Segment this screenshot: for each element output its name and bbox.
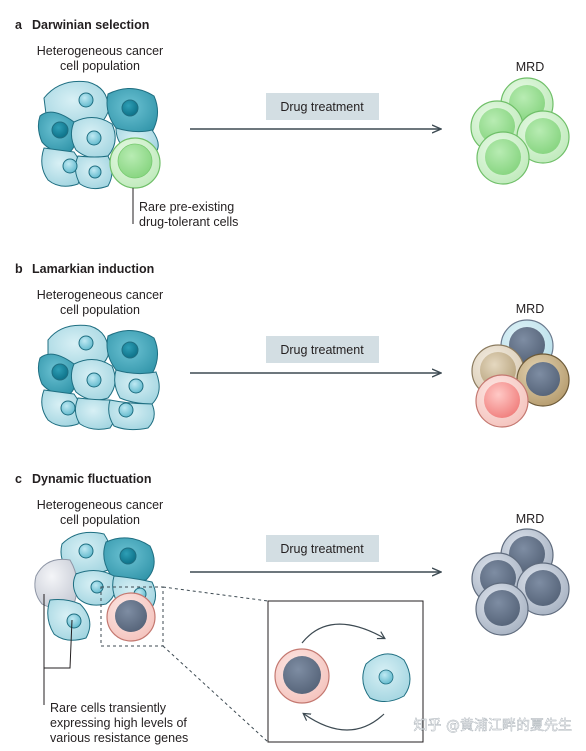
panel-b-cell-cluster	[37, 324, 160, 431]
nucleus	[62, 158, 78, 174]
panel-c-annotation-line2: expressing high levels of	[50, 716, 187, 730]
cell-light	[41, 147, 82, 187]
panel-c-rare-resistant-cell	[106, 592, 156, 642]
nucleus	[51, 363, 69, 381]
nucleus	[119, 547, 137, 565]
nucleus	[60, 400, 76, 416]
panel-c-letter: c	[15, 472, 22, 486]
grey-cell	[475, 582, 529, 636]
panel-a-annotation-line2: drug-tolerant cells	[139, 215, 238, 229]
panel-c-cell-cluster	[34, 531, 156, 641]
nucleus	[78, 92, 94, 108]
panel-c-mrd-label: MRD	[516, 512, 544, 526]
nucleus	[86, 372, 102, 388]
panel-a-letter: a	[15, 18, 23, 32]
nucleus	[118, 402, 134, 418]
panel-c-title: Dynamic fluctuation	[32, 472, 151, 486]
panel-a-cell-cluster	[37, 80, 159, 190]
nucleus	[86, 130, 102, 146]
panel-a-treatment-label: Drug treatment	[280, 100, 364, 114]
nucleus	[121, 99, 139, 117]
watermark: 知乎 @黄浦江畔的夏先生	[414, 717, 572, 734]
panel-c-population-label-line2: cell population	[60, 513, 140, 527]
zoom-guide-line	[162, 586, 269, 602]
panel-a-population-label-line2: cell population	[60, 59, 140, 73]
nucleus	[88, 165, 102, 179]
panel-a-treatment-box	[266, 93, 379, 120]
panel-b-mrd-cells	[471, 319, 570, 428]
panel-a-population-label-line1: Heterogeneous cancer	[37, 44, 163, 58]
panel-a-drug-tolerant-cell	[109, 137, 161, 189]
panel-b-treatment-box	[266, 336, 379, 363]
panel-b-population-label-line1: Heterogeneous cancer	[37, 288, 163, 302]
panel-a-mrd-cells	[470, 77, 570, 185]
panel-a: a Darwinian selection Heterogeneous canc…	[15, 18, 570, 229]
panel-b-mrd-label: MRD	[516, 302, 544, 316]
pink-cell	[475, 374, 529, 428]
nucleus	[78, 335, 94, 351]
cell-light	[74, 397, 116, 430]
nucleus	[66, 613, 82, 629]
panel-c-annotation-bracket	[43, 594, 73, 669]
panel-b-letter: b	[15, 262, 23, 276]
panel-b-title: Lamarkian induction	[32, 262, 154, 276]
panel-a-mrd-label: MRD	[516, 60, 544, 74]
nucleus	[51, 121, 69, 139]
grey-cell	[516, 562, 570, 616]
panel-c-population-label-line1: Heterogeneous cancer	[37, 498, 163, 512]
panel-c-mrd-cells	[471, 528, 570, 636]
panel-b-population-label-line2: cell population	[60, 303, 140, 317]
panel-b-treatment-label: Drug treatment	[280, 343, 364, 357]
nucleus	[128, 378, 144, 394]
panel-b: b Lamarkian induction Heterogeneous canc…	[15, 262, 570, 431]
green-cell	[516, 110, 570, 164]
inset-cycle-arrow-top	[301, 623, 384, 644]
panel-c-treatment-label: Drug treatment	[280, 542, 364, 556]
green-cell	[476, 131, 530, 185]
panel-c-treatment-box	[266, 535, 379, 562]
inset-pink-cell	[274, 648, 330, 704]
panel-c-selection-box	[100, 586, 164, 647]
nucleus	[78, 543, 94, 559]
panel-c: c Dynamic fluctuation Heterogeneous canc…	[15, 472, 570, 745]
panel-c-annotation-line3: various resistance genes	[50, 731, 188, 745]
nucleus	[121, 341, 139, 359]
inset-blue-cell	[362, 653, 411, 702]
panel-c-annotation-line1: Rare cells transiently	[50, 701, 167, 715]
inset-cycle-arrow-bottom	[304, 714, 385, 731]
panel-a-annotation-line1: Rare pre-existing	[139, 200, 234, 214]
panel-a-title: Darwinian selection	[32, 18, 149, 32]
